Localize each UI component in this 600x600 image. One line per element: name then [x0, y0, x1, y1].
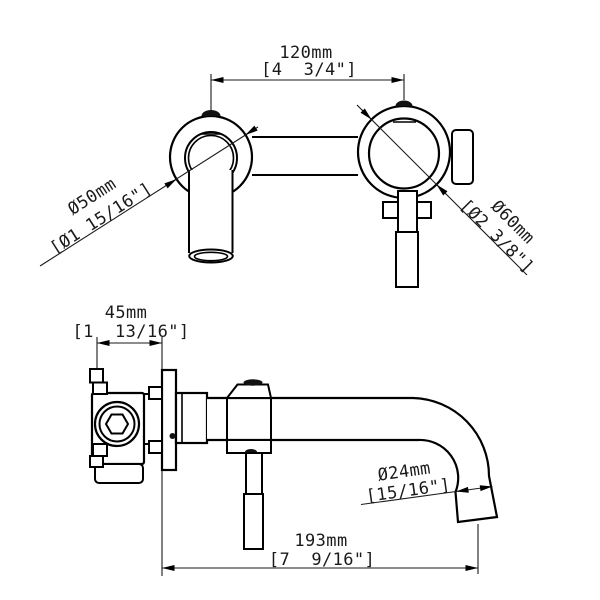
wall-plate	[160, 368, 178, 472]
spout-side-profile	[207, 396, 499, 524]
dim-width-120: 120mm [4 3/4"]	[210, 43, 405, 111]
side-view: 45mm [1 13/16"]	[73, 303, 499, 576]
valve-lower-block	[94, 463, 144, 484]
dim-193-mm-label: 193mm	[294, 531, 347, 551]
valve-connector	[142, 393, 163, 445]
side-cap	[451, 129, 474, 185]
arrow-segment	[360, 108, 372, 120]
dim-120-inch-label: [4 3/4"]	[261, 60, 357, 80]
mount-tab-bottom-a	[92, 443, 108, 457]
leader-underline	[360, 490, 457, 506]
valve-port-inner-circle	[98, 405, 136, 443]
dim-length-193: 193mm [7 9/16"]	[162, 524, 479, 574]
hex-socket	[104, 413, 130, 435]
spout-tube-edges	[188, 170, 234, 253]
dim-45-inch-label: [1 13/16"]	[73, 322, 190, 342]
leader-line	[39, 126, 259, 267]
connector-bar-lines	[252, 136, 358, 176]
measure-line	[455, 485, 493, 493]
lever-grip-side	[243, 493, 264, 550]
spout-mouth-inner	[193, 251, 229, 262]
spout-top-pin	[201, 110, 221, 116]
faucet-body-side	[174, 391, 209, 445]
mixer-flange-inner-circle	[367, 117, 441, 190]
mount-tab-bottom-b	[89, 455, 104, 468]
plate-screw-dot	[169, 433, 176, 439]
mount-tab-top-b	[92, 381, 108, 395]
dim-120-mm-label: 120mm	[279, 43, 332, 63]
supply-stub-top	[148, 386, 163, 400]
mixer-top-pin	[395, 100, 413, 106]
dim-193-inch-label: [7 9/16"]	[269, 550, 375, 570]
lever-stem-side	[245, 452, 263, 495]
mount-tab-top-a	[89, 368, 104, 384]
handle-base-side	[224, 383, 273, 399]
handle-lever	[395, 231, 419, 288]
spout-tube-body	[189, 170, 233, 253]
arrow-segment	[436, 184, 448, 196]
handle-pivot-cap	[243, 379, 263, 386]
handle-stem	[397, 190, 418, 233]
dim-depth-45: 45mm [1 13/16"]	[73, 303, 190, 368]
supply-stub-bottom	[148, 440, 163, 454]
dim-45-mm-label: 45mm	[105, 303, 148, 323]
arrow-segment	[245, 125, 258, 136]
spout-collar-lines	[226, 398, 272, 440]
arrow-segment	[164, 178, 177, 189]
front-view: 120mm [4 3/4"] Ø50mm [Ø1	[39, 43, 538, 288]
